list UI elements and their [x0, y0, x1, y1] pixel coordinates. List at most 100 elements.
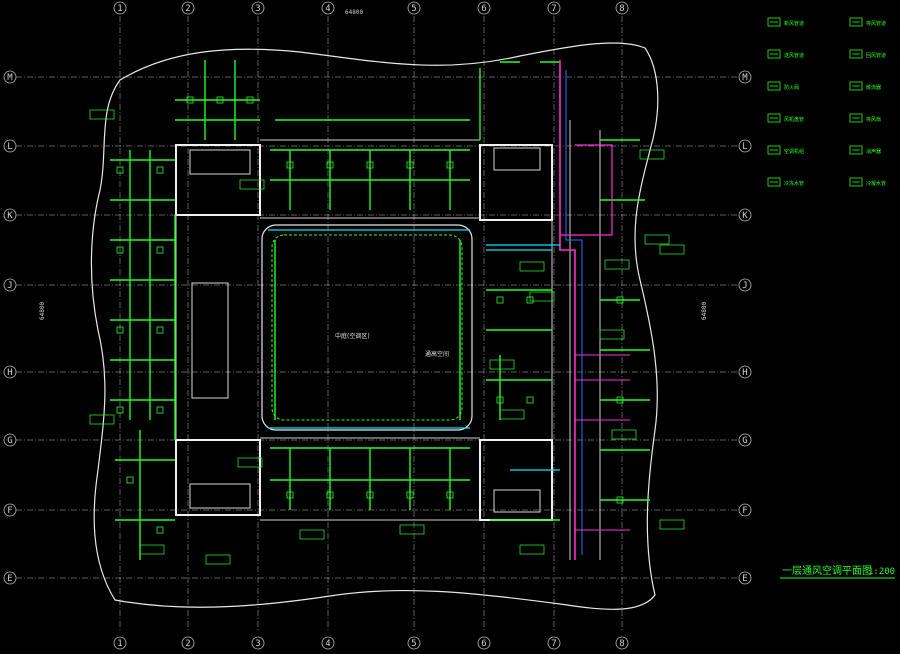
stair-nw	[189, 149, 251, 175]
diffuser-29	[156, 526, 164, 534]
diffuser-14	[406, 161, 414, 169]
stair-ne	[493, 147, 541, 171]
legend-item: 消声器	[849, 145, 881, 155]
diffuser-24	[526, 396, 534, 404]
diffuser-7	[116, 326, 124, 334]
diffuser-21	[496, 296, 504, 304]
drawing-title: 一层通风空调平面图	[782, 564, 872, 577]
legend-symbol	[849, 81, 863, 91]
svg-text:H: H	[742, 368, 747, 378]
svg-text:2: 2	[185, 4, 190, 14]
tag-box-7	[599, 329, 625, 340]
diffuser-15	[446, 161, 454, 169]
legend-symbol	[849, 113, 863, 123]
axis-bubble-col-5-bottom: 5	[407, 636, 421, 650]
axis-bubble-row-G-right: G	[738, 433, 752, 447]
axis-bubble-row-J-right: J	[738, 278, 752, 292]
svg-text:G: G	[7, 436, 12, 446]
atrium-perimeter-duct	[271, 234, 463, 421]
svg-text:5: 5	[411, 639, 416, 649]
legend-item: 防火阀	[767, 81, 799, 91]
svg-text:6: 6	[481, 639, 486, 649]
diffuser-6	[156, 246, 164, 254]
svg-text:G: G	[742, 436, 747, 446]
tag-box-9	[659, 519, 685, 530]
svg-text:3: 3	[255, 639, 260, 649]
svg-text:8: 8	[619, 4, 624, 14]
legend-label: 风机盘管	[784, 116, 804, 123]
core-northeast	[479, 144, 553, 221]
right-overall-dimension: 64800	[701, 302, 708, 320]
diffuser-17	[326, 491, 334, 499]
diffuser-25	[616, 296, 624, 304]
tag-box-15	[239, 179, 265, 190]
diffuser-5	[116, 246, 124, 254]
diffuser-27	[616, 496, 624, 504]
legend-symbol	[767, 177, 781, 187]
tag-box-19	[299, 529, 325, 540]
svg-text:J: J	[742, 281, 747, 291]
drawing-scale: 1:200	[868, 567, 895, 577]
stair-west	[191, 282, 229, 399]
legend-label: 冷冻水管	[784, 180, 804, 187]
svg-text:4: 4	[325, 639, 330, 649]
left-overall-dimension: 64800	[39, 302, 46, 320]
legend-symbol	[767, 113, 781, 123]
axis-bubble-col-1-bottom: 1	[113, 636, 127, 650]
axis-bubble-row-E-left: E	[3, 571, 17, 585]
axis-bubble-row-K-left: K	[3, 208, 17, 222]
svg-text:6: 6	[481, 4, 486, 14]
svg-text:F: F	[742, 506, 747, 516]
axis-bubble-col-4-bottom: 4	[321, 636, 335, 650]
equipment-tags	[89, 109, 685, 565]
legend-symbol	[849, 145, 863, 155]
tag-box-3	[639, 149, 665, 160]
svg-text:1: 1	[117, 639, 122, 649]
svg-text:5: 5	[411, 4, 416, 14]
diffuser-8	[156, 326, 164, 334]
tag-box-5	[659, 244, 685, 255]
atrium-outline	[261, 224, 473, 431]
legend-label: 送风管道	[784, 52, 804, 59]
axis-bubble-col-8-bottom: 8	[615, 636, 629, 650]
legend-label: 排风管道	[866, 20, 886, 27]
legend-label: 回风管道	[866, 52, 886, 59]
diffuser-28	[126, 476, 134, 484]
interior-walls	[175, 120, 601, 560]
legend-item: 排风扇	[849, 113, 881, 123]
tag-box-13	[529, 291, 555, 302]
diffuser-0	[186, 96, 194, 104]
legend-item: 散流器	[849, 81, 881, 91]
tag-box-18	[399, 524, 425, 535]
tag-box-6	[604, 259, 630, 270]
building-outline	[90, 42, 659, 610]
diffuser-18	[366, 491, 374, 499]
legend-item: 回风管道	[849, 49, 886, 59]
svg-text:F: F	[7, 506, 12, 516]
axis-bubble-col-3-top: 3	[251, 1, 265, 15]
stair-sw	[189, 483, 251, 509]
diffuser-9	[116, 406, 124, 414]
stair-se	[493, 489, 541, 513]
svg-text:E: E	[7, 574, 12, 584]
axis-bubble-row-H-left: H	[3, 365, 17, 379]
legend-item: 空调机组	[767, 145, 804, 155]
svg-text:M: M	[742, 73, 748, 83]
diffuser-20	[446, 491, 454, 499]
chilled-water-pipes	[486, 60, 630, 560]
legend-label: 防火阀	[784, 84, 799, 91]
legend-symbol	[849, 177, 863, 187]
tag-box-17	[205, 554, 231, 565]
tag-box-11	[489, 359, 515, 370]
top-overall-dimension: 64800	[345, 9, 363, 16]
legend-item: 新风管道	[767, 17, 804, 27]
tag-box-8	[611, 429, 637, 440]
legend-item: 风机盘管	[767, 113, 804, 123]
axis-bubble-row-G-left: G	[3, 433, 17, 447]
legend-item: 送风管道	[767, 49, 804, 59]
axis-bubble-col-2-top: 2	[181, 1, 195, 15]
legend-label: 新风管道	[784, 20, 804, 27]
tag-box-1	[89, 414, 115, 425]
tag-box-0	[89, 109, 115, 120]
